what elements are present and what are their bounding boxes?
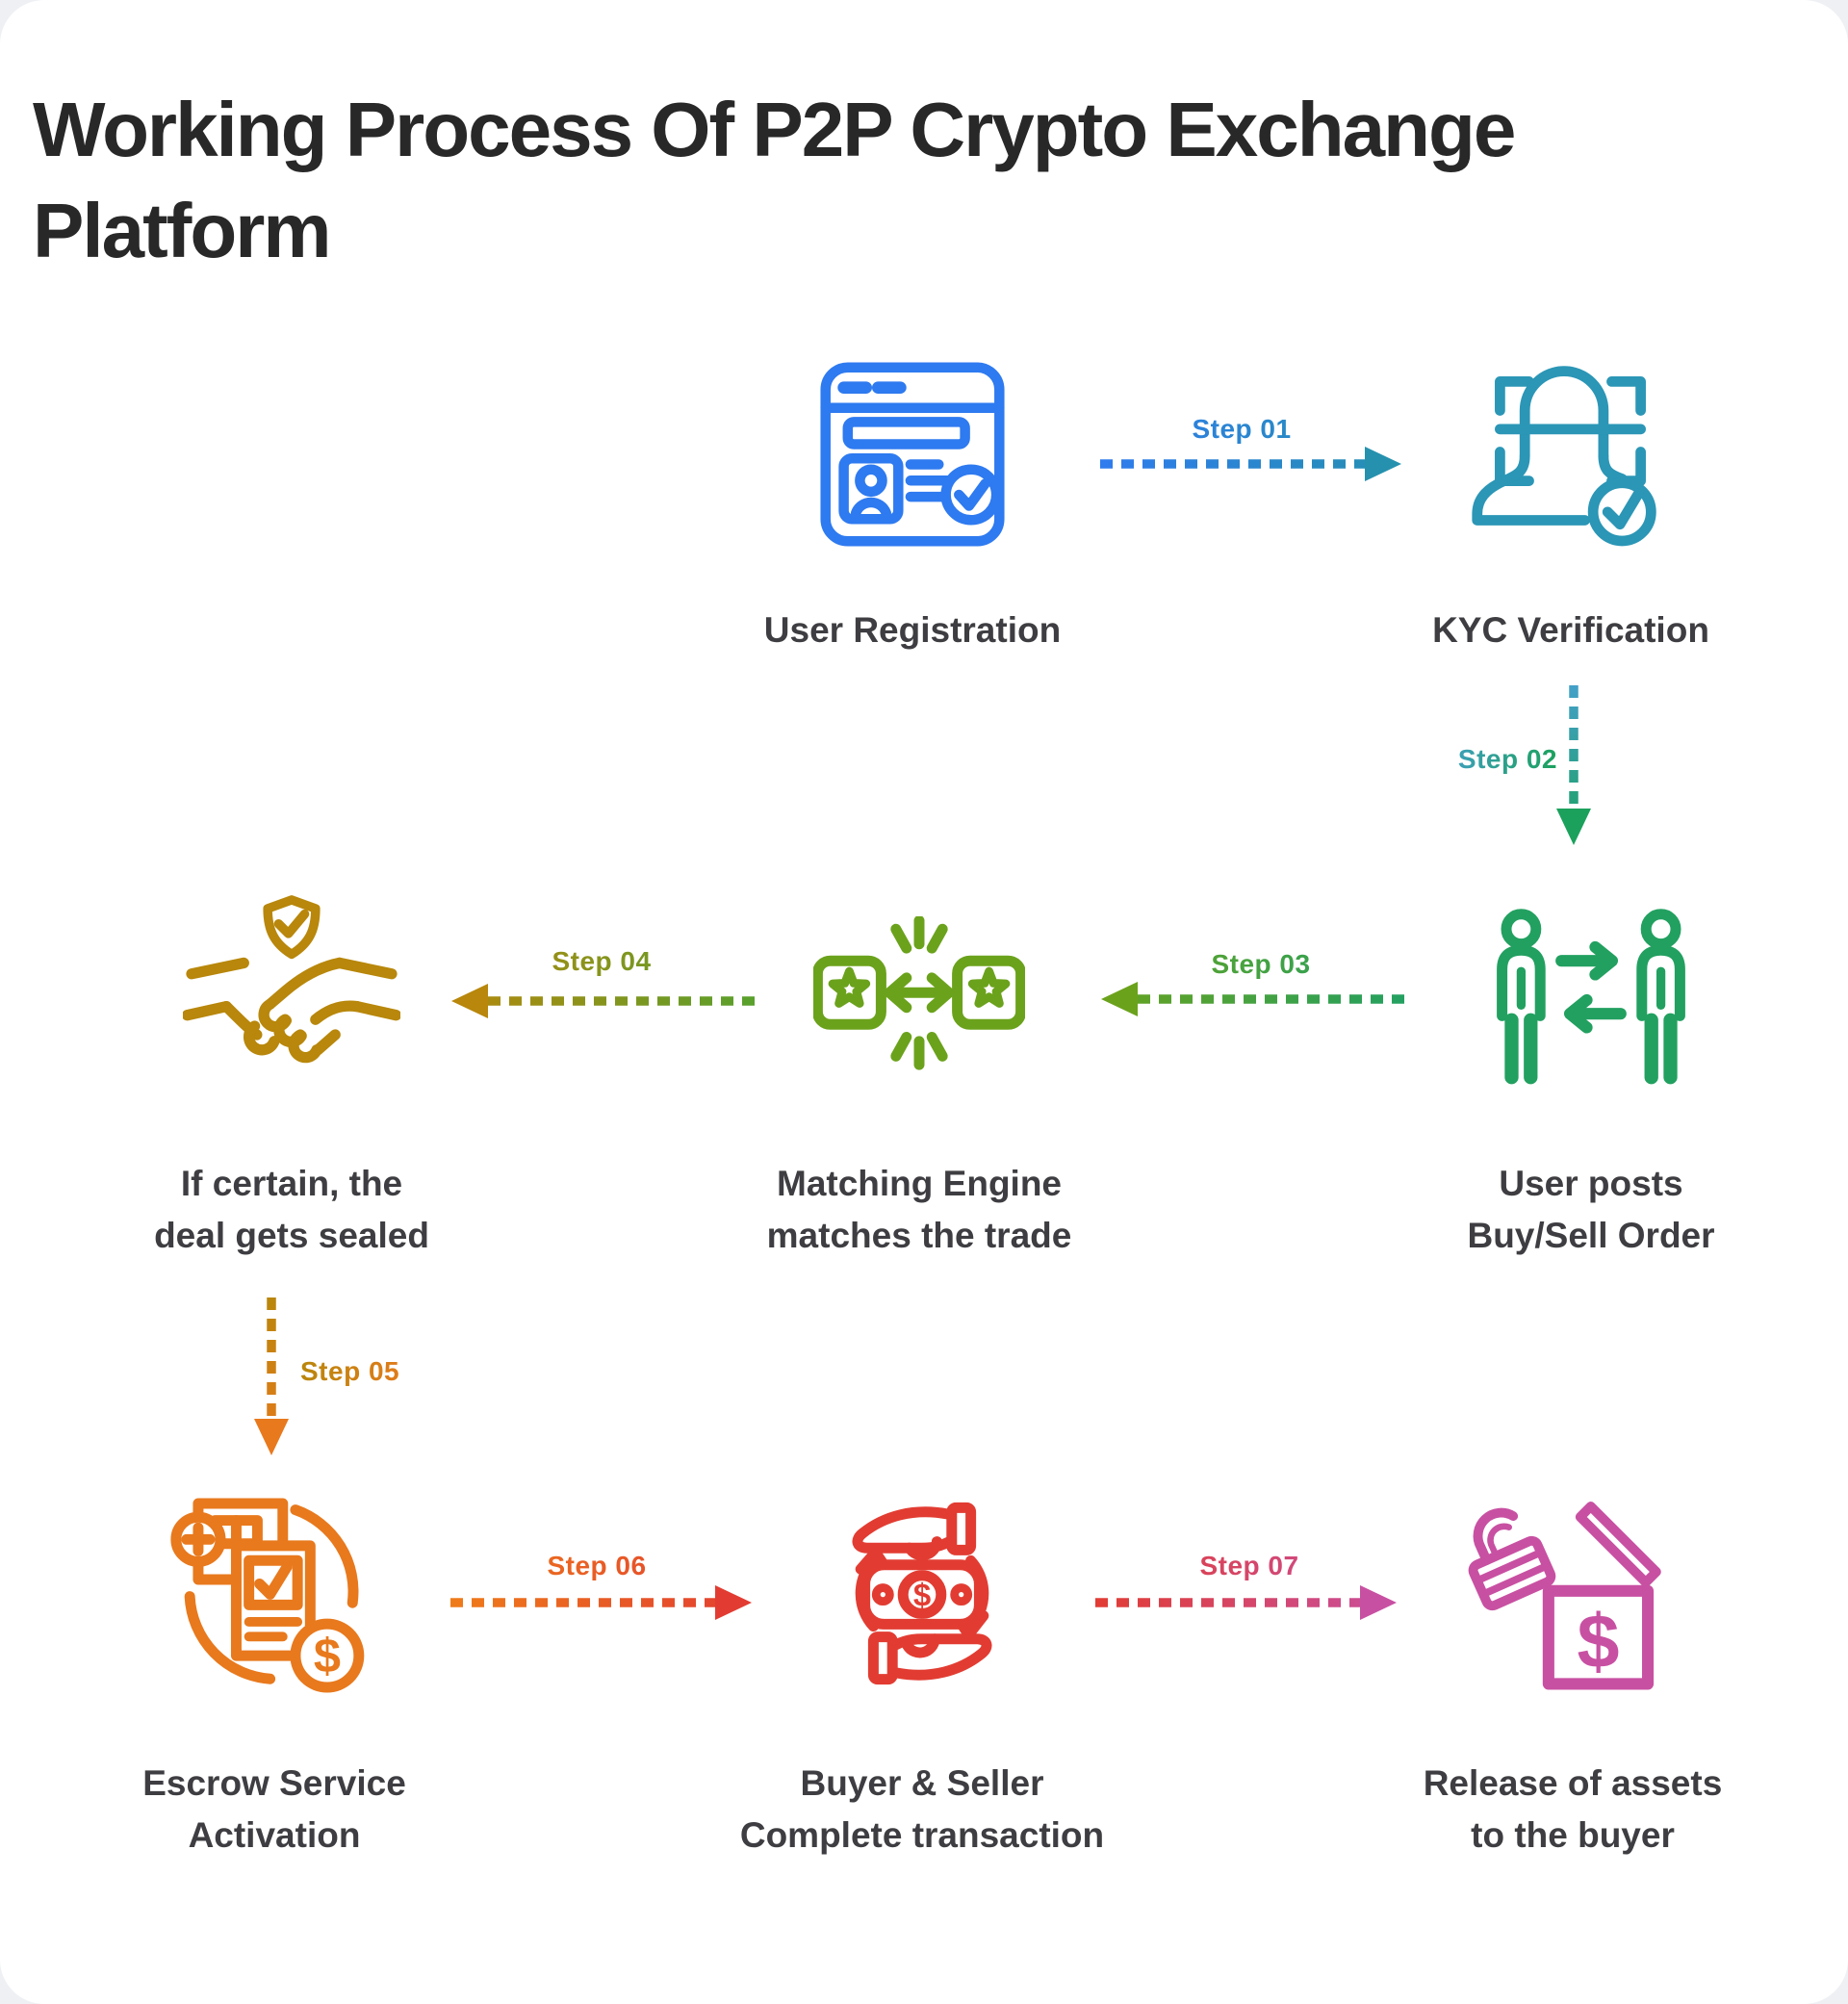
- thumb: [902, 1633, 940, 1658]
- open-lid: [1575, 1502, 1661, 1587]
- padlock-shackle: [1473, 1507, 1519, 1565]
- burst-ray: [926, 923, 948, 954]
- page-title: Working Process Of P2P Crypto Exchange P…: [33, 86, 1516, 274]
- shoulders: [1472, 450, 1590, 526]
- arrowhead: [1556, 809, 1591, 845]
- step-label: Step 02: [1458, 744, 1557, 774]
- node-caption-kyc-verification: KYC Verification: [1432, 610, 1709, 650]
- arrowhead: [1365, 447, 1401, 481]
- check-box: [244, 1554, 303, 1610]
- dollar-glyph: $: [913, 1578, 931, 1613]
- registration-form-icon: [811, 353, 1014, 555]
- cycle-arc: [184, 1591, 276, 1684]
- thumb: [904, 1536, 942, 1561]
- step-07-arrow: Step 07: [1095, 1551, 1397, 1620]
- node-caption-escrow: Escrow Service Activation: [142, 1763, 406, 1855]
- check-mark: [1602, 488, 1644, 530]
- check-mark: [954, 478, 990, 511]
- bottom-cuff: [867, 1631, 898, 1685]
- arrowhead: [715, 1585, 752, 1620]
- arrowhead: [254, 1419, 289, 1455]
- step-02-arrow: Step 02: [1458, 685, 1591, 845]
- knuckle: [288, 1029, 322, 1064]
- shield: [263, 895, 321, 960]
- knuckle: [244, 1020, 280, 1056]
- step-label: Step 03: [1211, 949, 1310, 979]
- check-mark: [254, 1561, 293, 1600]
- cycle-arc: [290, 1504, 359, 1608]
- step-01-arrow: Step 01: [1100, 414, 1401, 481]
- scan-bracket: [1606, 376, 1646, 416]
- star: [828, 966, 871, 1008]
- arrowhead: [1360, 1585, 1397, 1620]
- open-padlock: [1468, 1507, 1556, 1611]
- burst-ray: [890, 1032, 912, 1062]
- step-04-arrow: Step 04: [451, 946, 756, 1018]
- burst-ray: [890, 923, 912, 954]
- person-torso: [1497, 944, 1546, 1021]
- handshake-shield-icon: [183, 895, 400, 1107]
- arrowhead: [1101, 982, 1138, 1016]
- step-label: Step 06: [547, 1551, 646, 1580]
- step-label: Step 05: [300, 1356, 399, 1386]
- step-03-arrow: Step 03: [1101, 949, 1407, 1016]
- star: [967, 966, 1011, 1008]
- scan-bracket: [1495, 376, 1534, 416]
- person-head: [1501, 909, 1542, 950]
- node-caption-deal-sealed: If certain, the deal gets sealed: [154, 1164, 429, 1255]
- asset-box: [1542, 1584, 1655, 1690]
- node-caption-buy-sell-order: User posts Buy/Sell Order: [1467, 1164, 1715, 1255]
- right-square: [952, 955, 1025, 1030]
- finger: [312, 1029, 341, 1056]
- step-label: Step 01: [1192, 414, 1291, 444]
- browser-outline: [820, 362, 1005, 547]
- left-sleeve: [186, 957, 249, 980]
- node-caption-transaction: Buyer & Seller Complete transaction: [739, 1763, 1105, 1855]
- dollar-glyph: $: [314, 1629, 341, 1683]
- hands-money-icon: $: [816, 1495, 1028, 1692]
- dollar-glyph: $: [1577, 1598, 1619, 1683]
- top-cuff: [946, 1502, 977, 1555]
- unlocked-box-icon: $: [1466, 1496, 1678, 1701]
- id-photo-box: [838, 452, 904, 525]
- users-exchange-icon: [1485, 908, 1697, 1094]
- step-label: Step 04: [552, 946, 651, 976]
- node-caption-release-assets: Release of assets to the buyer: [1423, 1763, 1723, 1855]
- hand-top-contour: [264, 957, 346, 1011]
- node-caption-user-registration: User Registration: [763, 610, 1062, 650]
- arrowhead: [451, 984, 488, 1018]
- person-head: [1640, 909, 1681, 950]
- step-06-arrow: Step 06: [450, 1551, 752, 1620]
- escrow-documents-icon: $: [167, 1495, 372, 1707]
- left-square: [813, 955, 886, 1030]
- dollar-bill: [860, 1559, 985, 1630]
- hand-lower-contour: [310, 1000, 363, 1025]
- check-mark: [273, 909, 310, 938]
- padlock-body: [1468, 1535, 1556, 1611]
- step-label: Step 07: [1199, 1551, 1298, 1580]
- node-caption-matching-engine: Matching Engine matches the trade: [766, 1164, 1072, 1255]
- right-sleeve: [334, 957, 398, 980]
- match-stars-icon: [813, 916, 1025, 1073]
- step-05-arrow: Step 05: [254, 1297, 399, 1455]
- person-torso: [1636, 944, 1685, 1021]
- dollar-circle: [290, 1618, 365, 1693]
- head: [1519, 366, 1609, 462]
- face-scan-icon: [1467, 348, 1674, 555]
- burst-ray: [926, 1032, 948, 1062]
